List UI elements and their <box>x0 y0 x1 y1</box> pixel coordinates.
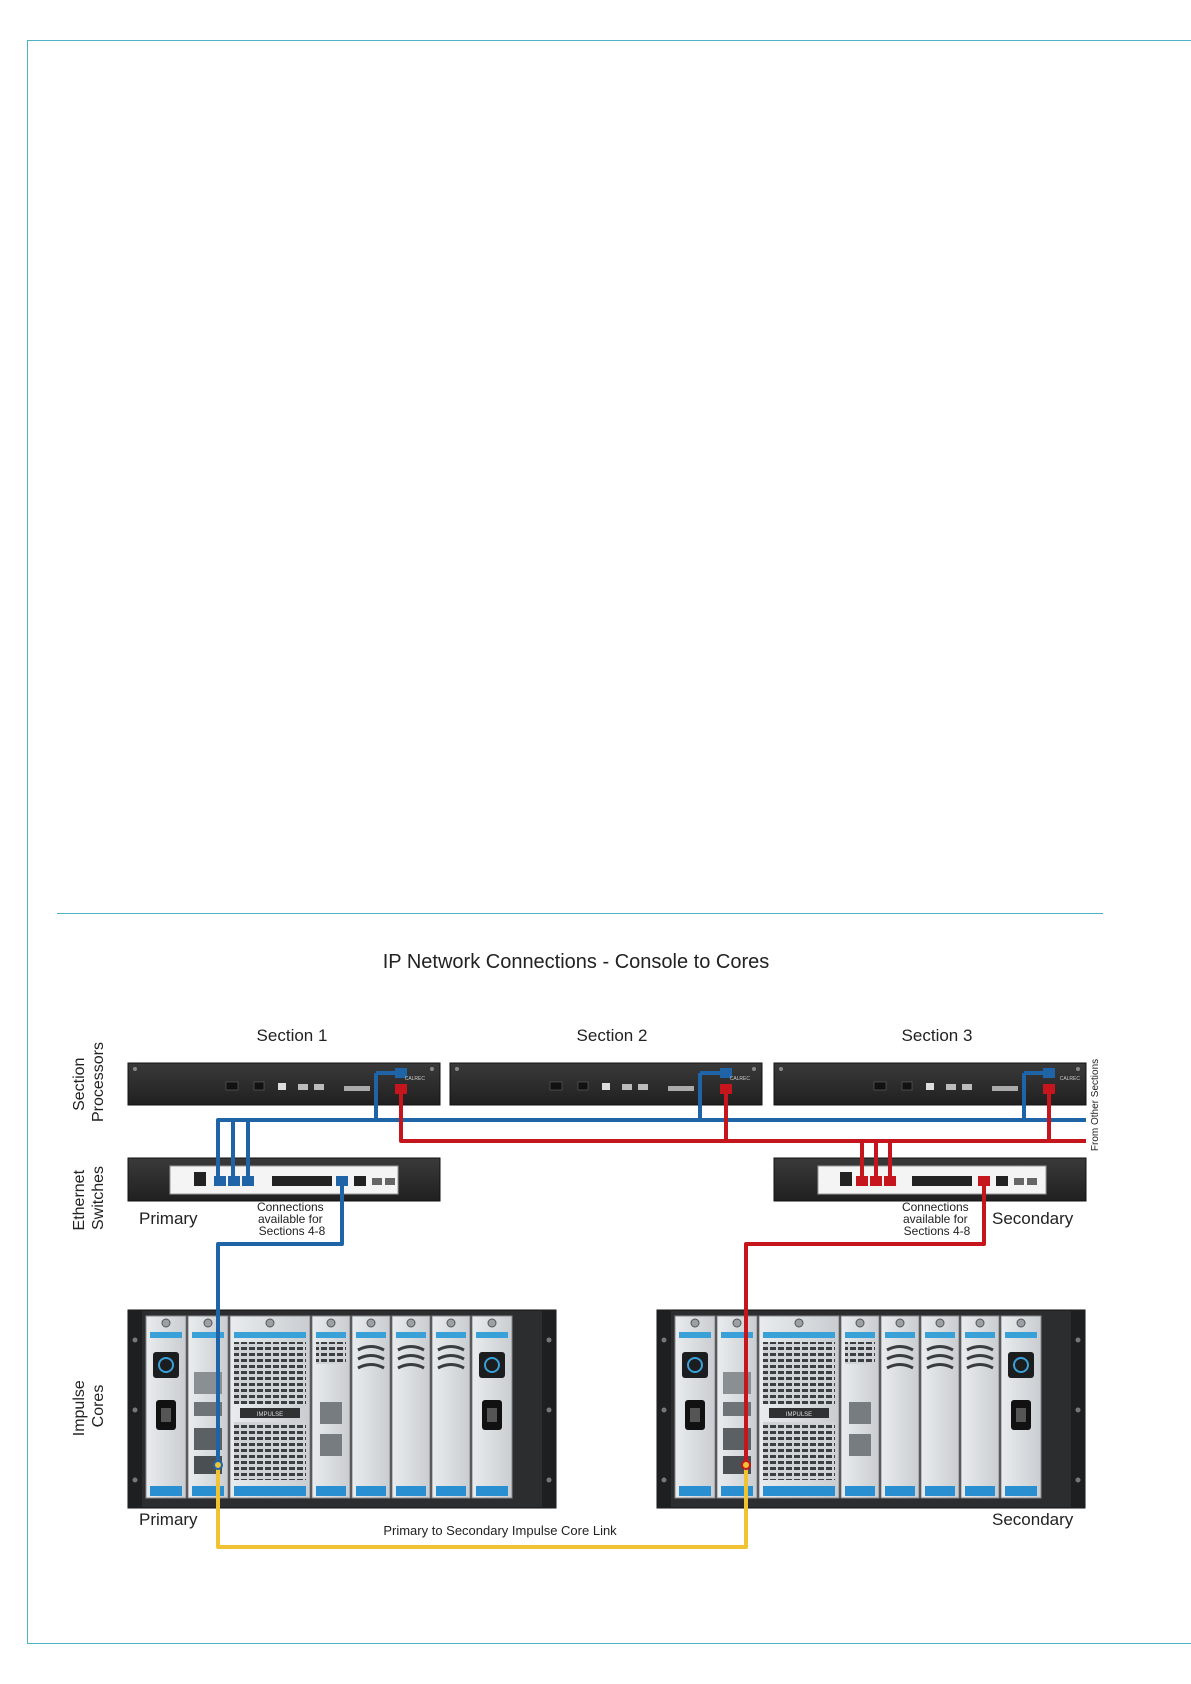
primary-connections-note: Connections available for Sections 4-8 <box>257 1200 327 1238</box>
core-card-psu <box>145 1315 187 1499</box>
core-card-blank <box>431 1315 471 1499</box>
primary-core-label: Primary <box>139 1510 198 1529</box>
primary-switch-label: Primary <box>139 1209 198 1228</box>
frame-bottom-line <box>27 1643 1191 1644</box>
red-core-uplink <box>744 1181 986 1465</box>
primary-ethernet-switch <box>127 1157 441 1202</box>
from-other-sections-label: From Other Sections <box>1090 1059 1101 1151</box>
section-2-label: Section 2 <box>577 1026 648 1045</box>
core-card-blank <box>960 1315 1000 1499</box>
secondary-ethernet-switch <box>773 1157 1087 1202</box>
core-card-io <box>311 1315 351 1499</box>
section-3-processor: CALREC <box>773 1062 1087 1106</box>
row-label-section-processors: Section Processors <box>71 1042 107 1122</box>
secondary-network-cables <box>399 1089 1086 1465</box>
core-card-psu <box>471 1315 513 1499</box>
row-label-ethernet-switches: Ethernet Switches <box>71 1166 107 1231</box>
core-card-router <box>716 1315 758 1499</box>
row-label-impulse-cores: Impulse Cores <box>71 1376 107 1436</box>
section-2-processor: CALREC <box>449 1062 763 1106</box>
core-card-blank <box>391 1315 431 1499</box>
blue-trunk-line <box>216 1118 1086 1181</box>
core-card-blank <box>920 1315 960 1499</box>
core-card-blank <box>880 1315 920 1499</box>
section-divider-line <box>57 913 1103 914</box>
primary-impulse-core: IMPULSE <box>127 1309 557 1509</box>
section-3-processor-brand: CALREC <box>1060 1076 1081 1082</box>
secondary-core-label: Secondary <box>992 1510 1074 1529</box>
section-1-label: Section 1 <box>257 1026 328 1045</box>
secondary-impulse-core: IMPULSE <box>656 1309 1086 1509</box>
core-card-blank <box>351 1315 391 1499</box>
section-3-label: Section 3 <box>902 1026 973 1045</box>
blue-core-uplink <box>216 1181 344 1465</box>
section-2-processor-brand: CALREC <box>730 1076 751 1082</box>
core-card-router <box>187 1315 229 1499</box>
impulse-badge: IMPULSE <box>786 1412 812 1418</box>
core-card-io <box>840 1315 880 1499</box>
primary-network-cables <box>216 1071 1086 1465</box>
secondary-core-red-port <box>741 1460 751 1470</box>
core-card-psu <box>1000 1315 1042 1499</box>
red-trunk-line <box>399 1089 1086 1143</box>
core-card-dsp: IMPULSE <box>758 1315 840 1499</box>
core-link-cable <box>216 1465 748 1549</box>
secondary-connections-note: Connections available for Sections 4-8 <box>902 1200 972 1238</box>
primary-core-blue-port <box>213 1460 223 1470</box>
secondary-switch-label: Secondary <box>992 1209 1074 1228</box>
diagram-title: IP Network Connections - Console to Core… <box>383 951 769 973</box>
frame-top-line <box>27 40 1191 41</box>
section-1-processor: CALREC <box>127 1062 441 1106</box>
section-1-processor-brand: CALREC <box>405 1076 426 1082</box>
core-card-dsp: IMPULSE <box>229 1315 311 1499</box>
core-link-label: Primary to Secondary Impulse Core Link <box>383 1523 617 1538</box>
frame-left-line <box>27 40 28 1643</box>
core-card-psu <box>674 1315 716 1499</box>
impulse-badge: IMPULSE <box>257 1412 283 1418</box>
